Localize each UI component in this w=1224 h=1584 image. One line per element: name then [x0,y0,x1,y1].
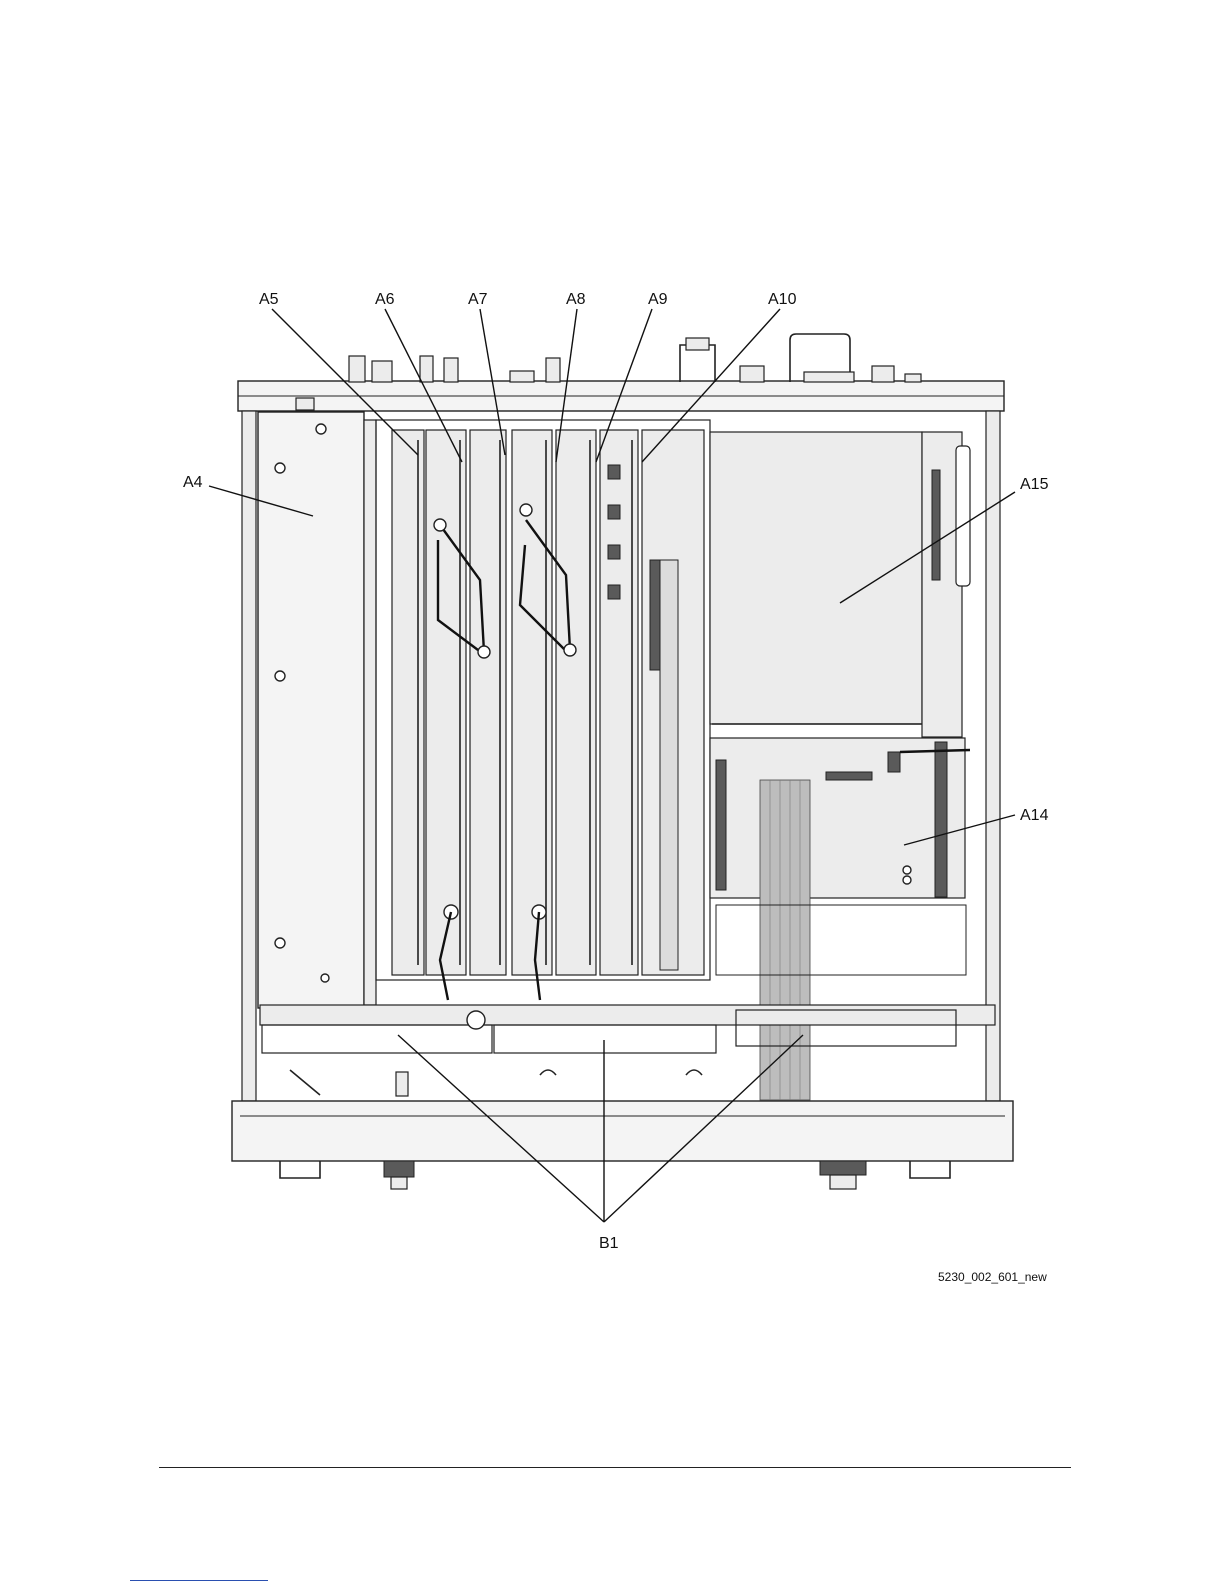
card-cage [376,420,710,1000]
a15-board [710,432,970,737]
label-a15: A15 [1020,476,1049,493]
label-a5: A5 [259,291,279,308]
label-a14: A14 [1020,807,1049,824]
label-a4: A4 [183,474,203,491]
page-footer-rule [159,1467,1071,1468]
label-a8: A8 [566,291,586,308]
label-a6: A6 [375,291,395,308]
label-b1: B1 [599,1235,619,1252]
a4-power-supply [258,398,376,1008]
label-a10: A10 [768,291,797,308]
figure-id: 5230_002_601_new [938,1270,1047,1284]
b1-fan-bay [260,1005,995,1096]
footer-link-underline[interactable] [130,1580,268,1581]
label-a7: A7 [468,291,488,308]
label-a9: A9 [648,291,668,308]
